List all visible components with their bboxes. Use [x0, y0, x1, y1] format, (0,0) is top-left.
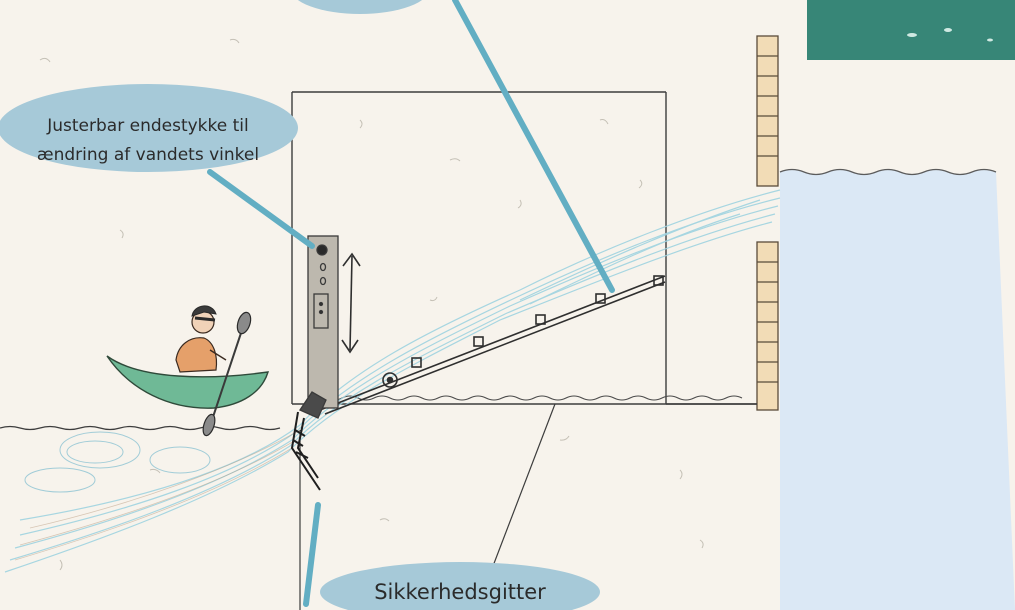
callout-adjustable-line1: Justerbar endestykke til: [0, 112, 296, 141]
basin-water: [780, 170, 1015, 610]
callout-safety-grate: Sikkerhedsgitter: [320, 578, 600, 606]
photo-inset: [807, 0, 1015, 60]
callout-adjustable-line2: ændring af vandets vinkel: [0, 141, 296, 170]
callout-adjustable-end-piece: Justerbar endestykke til ændring af vand…: [0, 112, 296, 170]
